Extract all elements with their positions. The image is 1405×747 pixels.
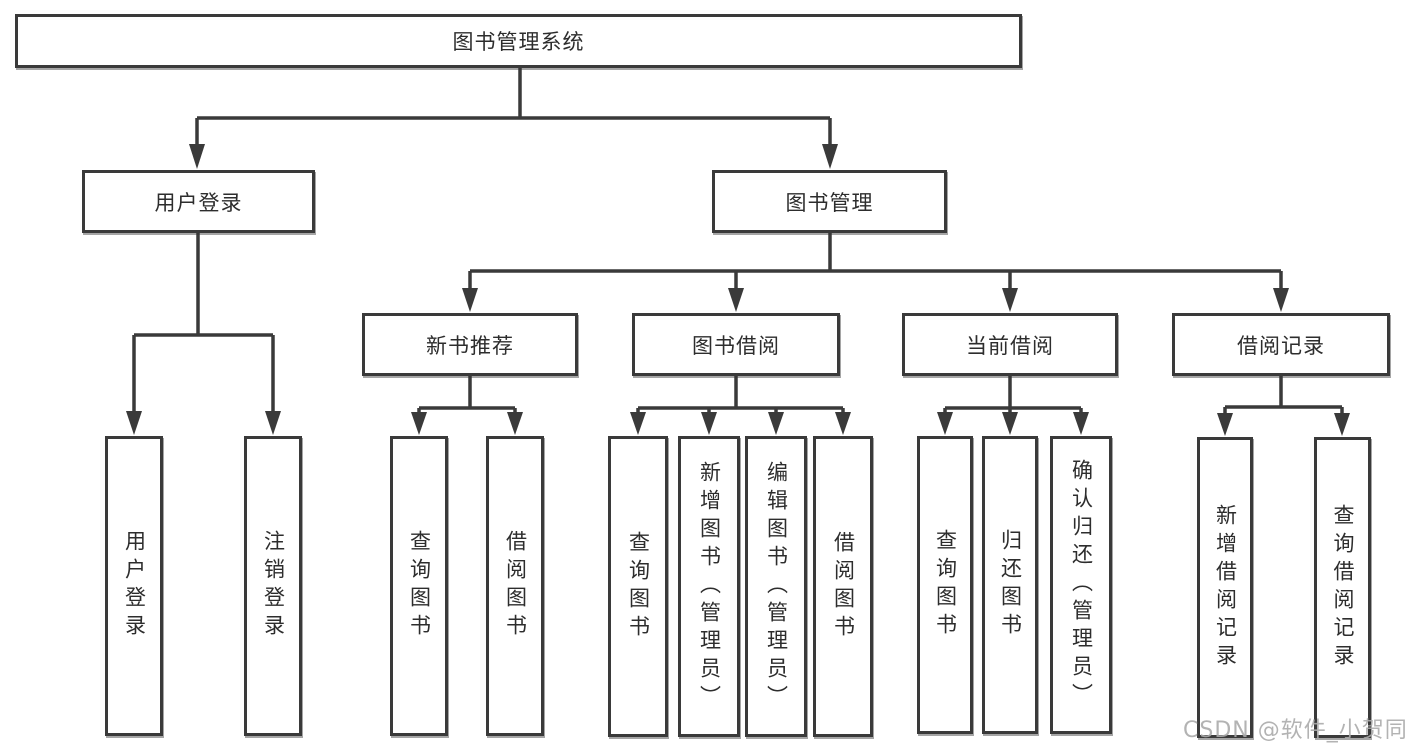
node-book-borrow: 图书借阅 xyxy=(632,313,840,376)
node-label: 注销登录 xyxy=(261,530,286,642)
node-label: 查询借阅记录 xyxy=(1331,503,1355,672)
node-user-login: 用户登录 xyxy=(82,170,315,233)
node-library-management-system: 图书管理系统 xyxy=(15,14,1022,68)
node-query-books-borrow: 查询图书 xyxy=(608,436,668,737)
node-label: 新增图书（管理员） xyxy=(697,460,722,713)
node-borrow-records: 借阅记录 xyxy=(1172,313,1390,376)
node-label: 新书推荐 xyxy=(426,333,514,358)
node-label: 查询图书 xyxy=(407,530,432,642)
node-label: 编辑图书（管理员） xyxy=(764,460,789,713)
node-new-book-recommend: 新书推荐 xyxy=(362,313,578,376)
node-borrow-books: 借阅图书 xyxy=(813,436,873,737)
node-user-login-action: 用户登录 xyxy=(105,436,163,736)
node-label: 图书管理 xyxy=(785,190,874,215)
node-label: 新增借阅记录 xyxy=(1213,503,1238,672)
node-label: 归还图书 xyxy=(998,529,1023,641)
node-label: 用户登录 xyxy=(154,190,243,215)
node-return-books: 归还图书 xyxy=(982,436,1038,734)
node-label: 图书借阅 xyxy=(692,333,780,358)
node-label: 借阅图书 xyxy=(503,530,528,642)
node-label: 借阅记录 xyxy=(1237,333,1325,358)
connector-segments xyxy=(132,68,1344,415)
node-query-books-recommend: 查询图书 xyxy=(390,436,448,736)
node-label: 用户登录 xyxy=(122,530,147,642)
node-label: 借阅图书 xyxy=(831,530,856,643)
node-current-borrow: 当前借阅 xyxy=(902,313,1118,376)
node-logout-action: 注销登录 xyxy=(244,436,302,736)
arrowheads xyxy=(126,144,1350,436)
node-borrow-books-recommend: 借阅图书 xyxy=(486,436,544,736)
node-confirm-return-admin: 确认归还（管理员） xyxy=(1050,436,1112,734)
node-query-borrow-record: 查询借阅记录 xyxy=(1314,437,1371,738)
node-label: 查询图书 xyxy=(626,530,651,643)
node-add-book-admin: 新增图书（管理员） xyxy=(678,436,740,737)
watermark: CSDN @软件_小贺同学 xyxy=(1183,718,1405,743)
node-book-management: 图书管理 xyxy=(712,170,947,233)
node-label: 当前借阅 xyxy=(966,333,1054,358)
node-query-books-current: 查询图书 xyxy=(917,436,973,734)
node-label: 图书管理系统 xyxy=(452,30,585,54)
node-label: 查询图书 xyxy=(933,529,958,641)
node-edit-book-admin: 编辑图书（管理员） xyxy=(745,436,807,737)
node-label: 确认归还（管理员） xyxy=(1069,459,1094,711)
node-add-borrow-record: 新增借阅记录 xyxy=(1197,437,1253,738)
